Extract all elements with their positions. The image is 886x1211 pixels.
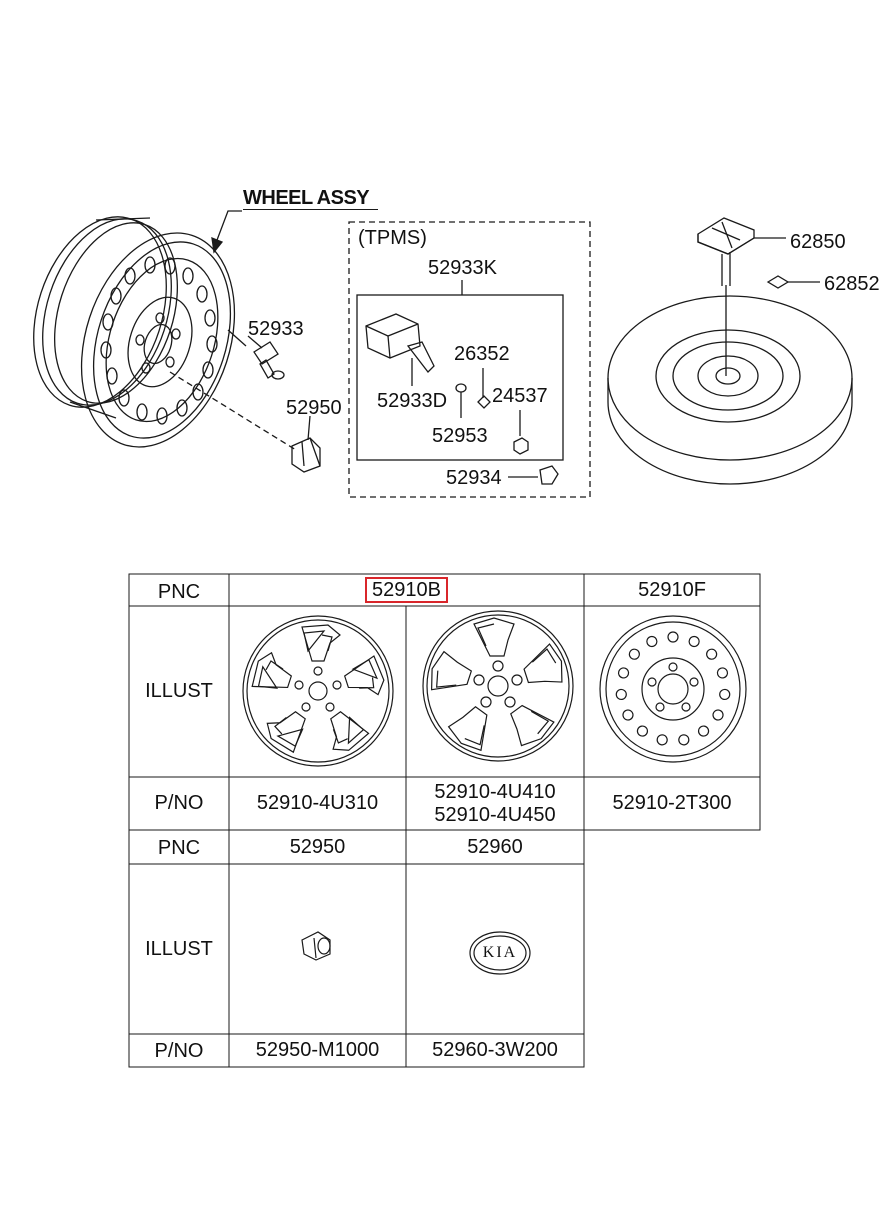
callout-62850: 62850 [790,231,846,253]
row-label-pno-2: P/NO [154,1040,204,1062]
alloy-wheel-illustration-4u310 [242,615,394,767]
callout-52953: 52953 [432,425,488,447]
callout-62852: 62852 [824,273,880,295]
row-label-illust-2: ILLUST [145,937,213,960]
callout-52933d: 52933D [377,390,448,412]
exploded-parts-diagram [33,210,853,498]
row-label-illust: ILLUST [145,680,213,702]
steel-wheel-illustration [33,216,236,448]
tpms-group-label: (TPMS) [358,227,427,249]
title-underline [243,209,378,210]
row-label-pnc: PNC [157,580,201,603]
valve-stem-part [227,329,285,380]
highlighted-pnc-52910b[interactable]: 52910B [365,577,448,603]
tpms-sensor-illustration [365,313,435,386]
wheel-assembly-title: WHEEL ASSY [243,187,370,209]
steel-wheel-illustration-2t300 [599,615,747,763]
pno-cell-52910-4u310[interactable]: 52910-4U310 [256,792,379,814]
kia-emblem-text: KIA [482,943,518,961]
pnc-cell-52960[interactable]: 52960 [467,835,523,858]
pno-cell-52960-3w200[interactable]: 52960-3W200 [432,1039,558,1061]
callout-52934: 52934 [446,467,502,489]
pno-52910-4u410[interactable]: 52910-4U410 [434,780,556,803]
alloy-wheel-illustration-4u410 [422,610,574,762]
spare-tire-illustration [607,285,853,485]
callout-52950: 52950 [286,397,342,419]
pnc-cell-52910b[interactable]: 52910B [229,574,584,606]
pno-cell-52910-2t300[interactable]: 52910-2T300 [612,792,732,814]
pno-cell-52950-m1000[interactable]: 52950-M1000 [255,1039,380,1061]
callout-52933k: 52933K [428,257,497,279]
pno-cell-group-4u410: 52910-4U410 52910-4U450 [406,777,584,830]
row-label-pno: P/NO [154,792,204,814]
callout-24537: 24537 [492,385,548,407]
pnc-cell-52950[interactable]: 52950 [289,835,346,858]
lug-nut-illustration [301,931,331,961]
callout-52933: 52933 [248,318,304,340]
kia-emblem-cap-illustration [469,931,531,975]
row-label-pnc-2: PNC [157,836,201,859]
pnc-cell-52910f[interactable]: 52910F [638,578,706,601]
pno-52910-4u450[interactable]: 52910-4U450 [434,803,556,826]
callout-26352: 26352 [454,343,510,365]
lug-nut-part [291,415,321,473]
